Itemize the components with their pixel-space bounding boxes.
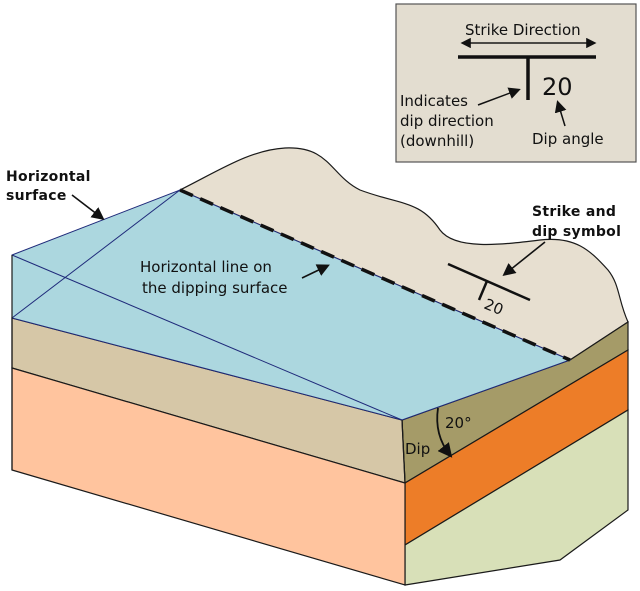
strike-dip-symbol-arrow <box>502 241 546 276</box>
legend-dip-angle-arrow <box>554 100 567 127</box>
horizontal-line-label-line1: Horizontal line on <box>140 258 272 276</box>
side-layer-green <box>404 408 629 586</box>
strike-dip-symbol-label-line2: dip symbol <box>532 224 621 240</box>
symbol-value: 20 <box>482 295 506 319</box>
legend-indicates-arrow <box>477 87 521 106</box>
horizontal-surface-label-line1: Horizontal <box>6 169 91 185</box>
dip-label: Dip <box>405 440 430 458</box>
horizontal-surface-label-line2: surface <box>6 188 67 204</box>
diagonal-construction-line <box>11 189 181 319</box>
dip-angle-label: 20° <box>445 414 472 432</box>
horizontal-surface-arrow <box>71 194 105 220</box>
horizontal-line-arrow <box>301 264 330 279</box>
legend-dip-angle: Dip angle <box>532 130 604 148</box>
legend-indicates-line3: (downhill) <box>400 132 474 150</box>
front-vertical-edge <box>401 419 406 484</box>
front-top-edge <box>11 254 403 421</box>
legend-dip-value: 20 <box>542 73 573 101</box>
strike-line-dashed <box>179 188 571 362</box>
legend-strike-direction: Strike Direction <box>465 21 581 39</box>
strike-dip-symbol: 20 <box>447 262 531 319</box>
legend-box: Strike Direction 20 Indicates dip direct… <box>395 3 637 163</box>
dip-angle-arc <box>436 407 453 458</box>
legend-indicates-line1: Indicates <box>400 92 468 110</box>
horizontal-line-label-line2: the dipping surface <box>142 279 288 297</box>
ground-surface <box>178 147 629 361</box>
strike-dip-symbol-label-line1: Strike and <box>532 204 616 220</box>
legend-indicates-line2: dip direction <box>400 112 494 130</box>
